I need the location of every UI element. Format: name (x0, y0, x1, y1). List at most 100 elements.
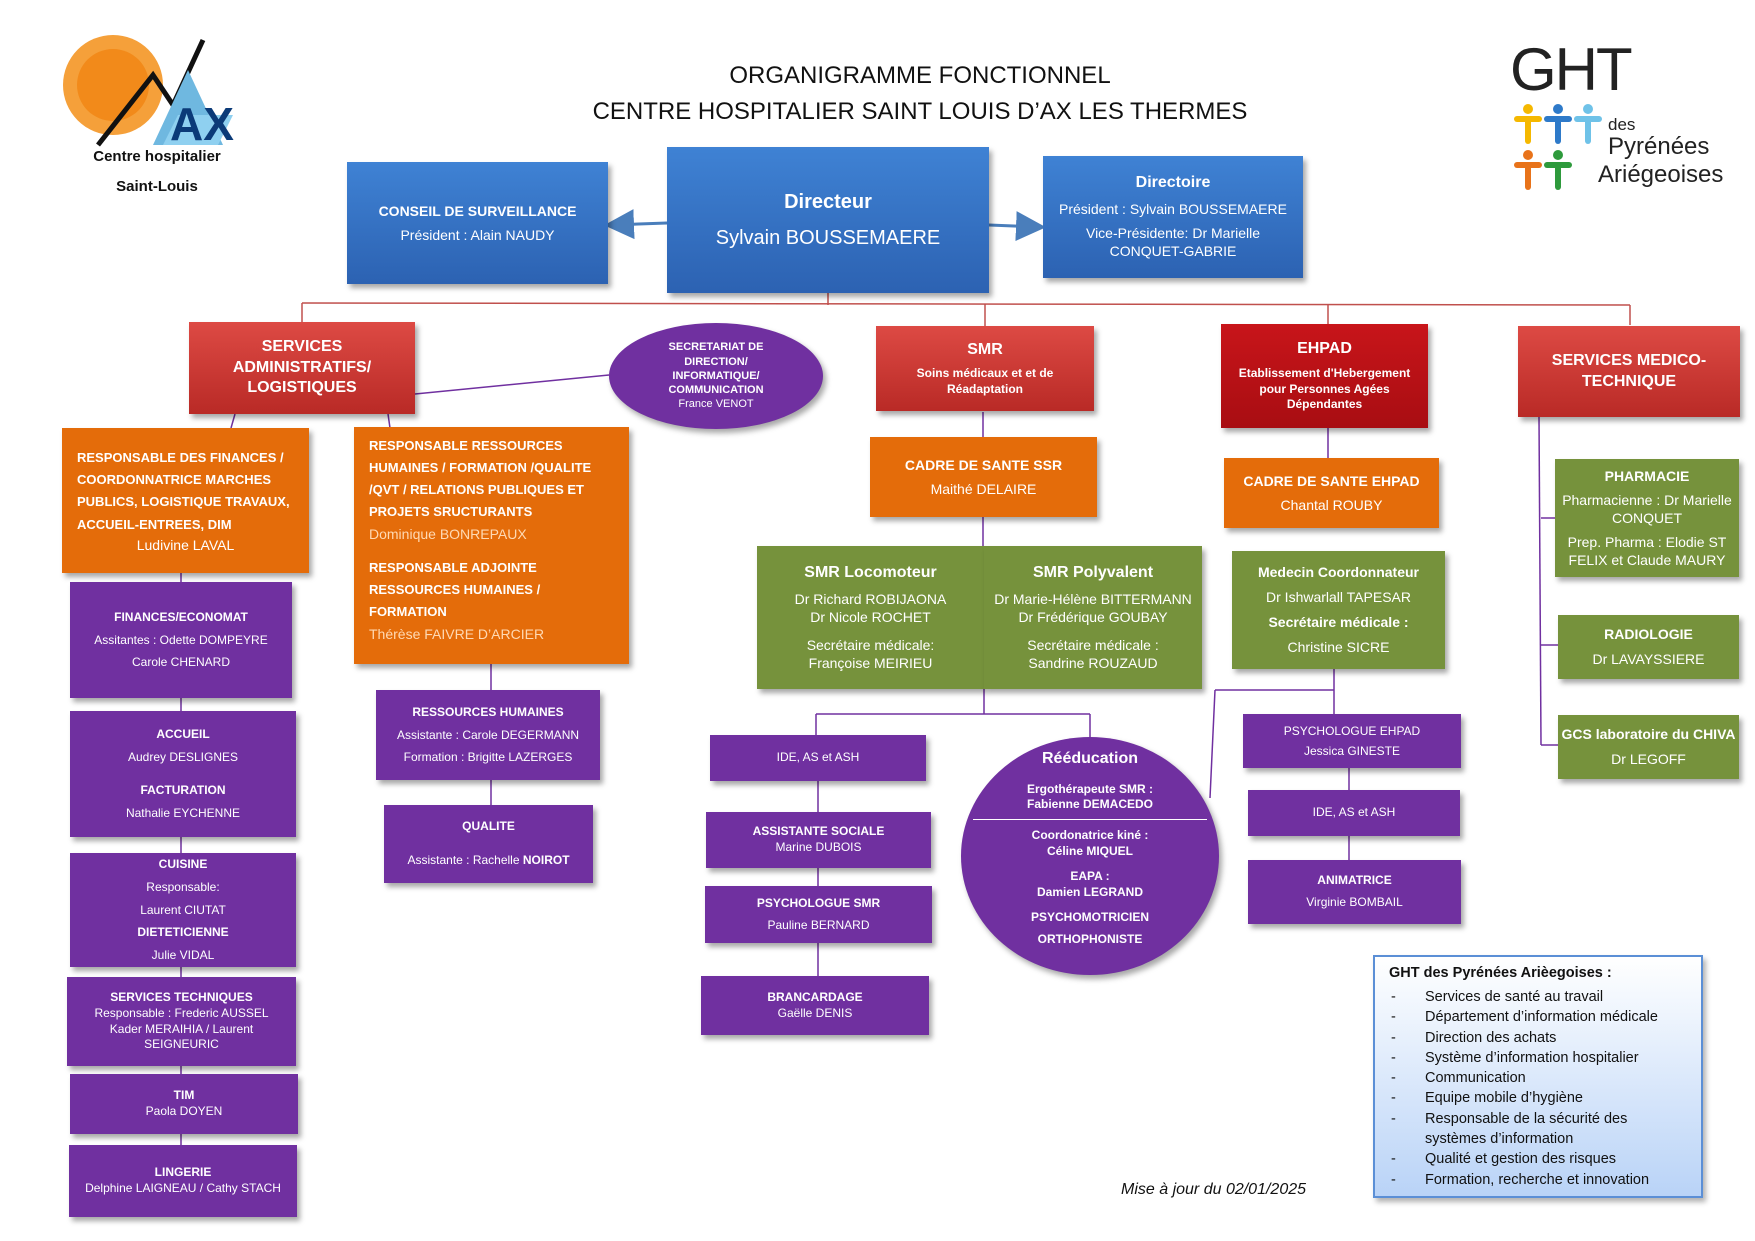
smr-loco-sec-name: Françoise MEIRIEU (808, 655, 933, 672)
secretariat-ellipse: SECRETARIAT DE DIRECTION/ INFORMATIQUE/ … (609, 323, 823, 429)
accueil-name: Audrey DESLIGNES (127, 750, 239, 765)
smr-locomoteur-box: SMR Locomoteur Dr Richard ROBIJAONA Dr N… (757, 546, 984, 689)
finances-assistantes: Assitantes : Odette DOMPEYRE (94, 632, 268, 647)
resp-rh-name: Dominique BONREPAUX (369, 526, 527, 543)
cadre-ssr-name: Maithé DELAIRE (930, 481, 1037, 497)
ax-logo-icon: AX (63, 35, 234, 150)
techniques-names: Kader MERAIHIA / Laurent SEIGNEURIC (109, 1021, 254, 1052)
lingerie-names: Delphine LAIGNEAU / Cathy STACH (85, 1181, 281, 1195)
psy-ehpad-name: Jessica GINESTE (1303, 744, 1401, 758)
ght-legend-item: Formation, recherche et innovation (1389, 1170, 1687, 1191)
gcs-name: Dr LEGOFF (1611, 751, 1686, 767)
psychologue-smr-box: PSYCHOLOGUE SMR Pauline BERNARD (705, 886, 932, 943)
dieteticienne-name: Julie VIDAL (151, 948, 215, 963)
radiologie-name: Dr LAVAYSSIERE (1592, 651, 1705, 667)
smr-loco-dr2: Dr Nicole ROCHET (810, 608, 931, 625)
ressources-humaines-box: RESSOURCES HUMAINES Assistante : Carole … (376, 690, 600, 780)
qualite-box: QUALITE Assistante : Rachelle NOIROT (384, 805, 593, 883)
medecin-coord-sec-name: Christine SICRE (1287, 639, 1390, 656)
smr-loco-sec-label: Secrétaire médicale: (806, 636, 935, 653)
secretariat-name: France VENOT (678, 398, 754, 411)
radiologie-title: RADIOLOGIE (1604, 625, 1693, 642)
tim-title: TIM (173, 1088, 195, 1103)
dieteticienne-title: DIETETICIENNE (137, 925, 229, 940)
top-branch-lines (301, 293, 1631, 326)
directoire-vice: Vice-Présidente: Dr Marielle CONQUET-GAB… (1085, 225, 1261, 260)
secretariat-line1: SECRETARIAT DE (668, 341, 764, 354)
finances-economat-box: FINANCES/ECONOMAT Assitantes : Odette DO… (70, 582, 292, 698)
ght-legend-item: Equipe mobile d’hygiène (1389, 1088, 1687, 1109)
secretariat-line3: INFORMATIQUE/ (672, 369, 760, 382)
finances-name2: Carole CHENARD (131, 655, 231, 670)
cadre-sante-ehpad-box: CADRE DE SANTE EHPAD Chantal ROUBY (1224, 458, 1439, 528)
cuisine-resp: Responsable: (146, 879, 220, 894)
smr-loco-dr1: Dr Richard ROBIJAONA (794, 590, 947, 607)
ght-legend-item: Qualité et gestion des risques (1389, 1149, 1687, 1170)
pharmacie-pharmacienne: Pharmacienne : Dr Marielle CONQUET (1562, 491, 1732, 526)
page-title-line1: ORGANIGRAMME FONCTIONNEL (729, 62, 1111, 89)
ght-legend-list: Services de santé au travail Département… (1389, 987, 1687, 1190)
directeur-box: Directeur Sylvain BOUSSEMAERE (667, 147, 989, 293)
smr-branch-lines (815, 412, 1091, 976)
conseil-title: CONSEIL DE SURVEILLANCE (378, 202, 577, 219)
hospital-logo: AX Centre hospitalier Saint-Louis (58, 30, 238, 200)
pharmacie-prep: Prep. Pharma : Elodie ST FELIX et Claude… (1567, 534, 1727, 569)
resp-rh-title2: RESPONSABLE ADJOINTE RESSOURCES HUMAINES… (369, 560, 541, 620)
ehpad-title: EHPAD (1297, 340, 1352, 358)
logo-line1: Centre hospitalier (93, 148, 221, 165)
smr-loco-title: SMR Locomoteur (804, 563, 937, 581)
reeducation-eapa-label: EAPA : (1070, 869, 1110, 884)
directoire-box: Directoire Président : Sylvain BOUSSEMAE… (1043, 156, 1303, 278)
smr-poly-title: SMR Polyvalent (1032, 563, 1154, 581)
pharmacie-box: PHARMACIE Pharmacienne : Dr Marielle CON… (1555, 459, 1739, 577)
update-date: Mise à jour du 02/01/2025 (1121, 1181, 1307, 1198)
ght-legend-item: Responsable de la sécurité des systèmes … (1389, 1109, 1687, 1150)
pharmacie-title: PHARMACIE (1604, 467, 1690, 484)
cuisine-name: Laurent CIUTAT (140, 902, 226, 917)
tim-box: TIM Paola DOYEN (70, 1074, 298, 1134)
brancardage-title: BRANCARDAGE (767, 989, 863, 1004)
page-title-line2: CENTRE HOSPITALIER SAINT LOUIS D’AX LES … (592, 98, 1248, 125)
brancardage-box: BRANCARDAGE Gaëlle DENIS (701, 976, 929, 1035)
smr-title: SMR (967, 340, 1003, 358)
animatrice-title: ANIMATRICE (1317, 873, 1392, 888)
secretariat-line4: COMMUNICATION (668, 384, 764, 397)
tim-name: Paola DOYEN (145, 1104, 223, 1118)
assistante-sociale-box: ASSISTANTE SOCIALE Marine DUBOIS (706, 812, 931, 868)
accueil-title: ACCUEIL (156, 727, 210, 742)
gcs-laboratoire-box: GCS laboratoire du CHIVA Dr LEGOFF (1558, 715, 1739, 779)
conseil-de-surveillance: CONSEIL DE SURVEILLANCE Président : Alai… (347, 162, 608, 284)
people-icon (1514, 104, 1602, 190)
services-admin-line2: ADMINISTRATIFS/ (232, 358, 372, 376)
ght-logo: GHT des Pyrénées Ariégeoises (1510, 35, 1730, 195)
resp-rh-title: RESPONSABLE RESSOURCES HUMAINES / FORMAT… (369, 438, 592, 520)
resp-rh-box: RESPONSABLE RESSOURCES HUMAINES / FORMAT… (354, 427, 629, 664)
assistante-sociale-title: ASSISTANTE SOCIALE (752, 824, 885, 839)
resp-finances-name: Ludivine LAVAL (136, 536, 235, 553)
gcs-title: GCS laboratoire du CHIVA (1561, 725, 1736, 742)
smr-box: SMR Soins médicaux et et de Réadaptation (876, 326, 1094, 411)
ght-legend-item: Département d’information médicale (1389, 1007, 1687, 1028)
ide-smr-box: IDE, AS et ASH (710, 735, 926, 781)
qualite-title: QUALITE (462, 819, 515, 834)
animatrice-box: ANIMATRICE Virginie BOMBAIL (1248, 860, 1461, 924)
ehpad-subtitle: Etablissement d'Hebergement pour Personn… (1238, 366, 1411, 412)
ght-legend-box: GHT des Pyrénées Arièegoises : Services … (1373, 955, 1703, 1198)
cadre-ssr-title: CADRE DE SANTE SSR (904, 456, 1063, 473)
logo-mark: AX (170, 98, 234, 150)
ght-logo-des: des (1608, 115, 1636, 134)
cuisine-title: CUISINE (158, 857, 208, 872)
ght-logo-title: GHT (1510, 36, 1633, 103)
resp-rh-name2: Thérèse FAIVRE D’ARCIER (369, 626, 545, 643)
ehpad-branch-lines (1209, 428, 1350, 860)
facturation-title: FACTURATION (140, 783, 226, 797)
ght-legend-title: GHT des Pyrénées Arièegoises : (1389, 965, 1612, 981)
directoire-title: Directoire (1135, 174, 1211, 192)
ght-logo-pyrenees: Pyrénées (1608, 133, 1710, 160)
services-admin-line3: LOGISTIQUES (247, 379, 357, 397)
logo-line2: Saint-Louis (116, 178, 198, 195)
rh-formation: Formation : Brigitte LAZERGES (403, 750, 573, 765)
radiologie-box: RADIOLOGIE Dr LAVAYSSIERE (1558, 615, 1739, 679)
smr-poly-sec-name: Sandrine ROUZAUD (1028, 655, 1158, 672)
conseil-president: Président : Alain NAUDY (400, 227, 555, 243)
